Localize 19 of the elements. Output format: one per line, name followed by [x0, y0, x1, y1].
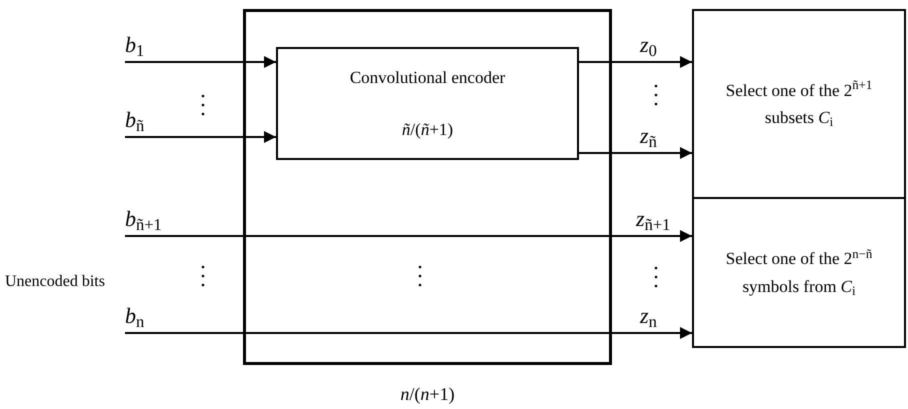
signal-label: b$_{n}$	[125, 305, 175, 332]
arrow	[125, 230, 692, 242]
arrow	[125, 56, 276, 68]
edge-label: z$_{n}$	[640, 305, 657, 327]
encoder-box: Convolutional encoder ñ/(ñ+1)	[276, 47, 579, 160]
rate-caption: n/(n+1)	[400, 383, 455, 406]
edge-label: z$_{ñ+1}$	[636, 208, 670, 230]
edge-label: z$_{0}$	[640, 34, 657, 56]
process-box: Select one of the 2$^{n−ñ}$ symbols from C$_{i}$	[692, 197, 906, 348]
signal-label: b$_{ñ}$	[125, 109, 175, 136]
edge-label: z$_{ñ}$	[640, 125, 657, 147]
arrow	[125, 327, 692, 339]
signal-label: b$_{1}$	[125, 34, 175, 61]
group-label: Unencoded bits	[5, 272, 105, 292]
process-box: Select one of the 2$^{ñ+1}$ subsets C$_{i}$	[692, 9, 906, 199]
arrow	[579, 56, 692, 68]
signal-label: b$_{ñ+1}$	[125, 208, 185, 235]
arrow	[579, 147, 692, 159]
arrow	[125, 131, 276, 143]
